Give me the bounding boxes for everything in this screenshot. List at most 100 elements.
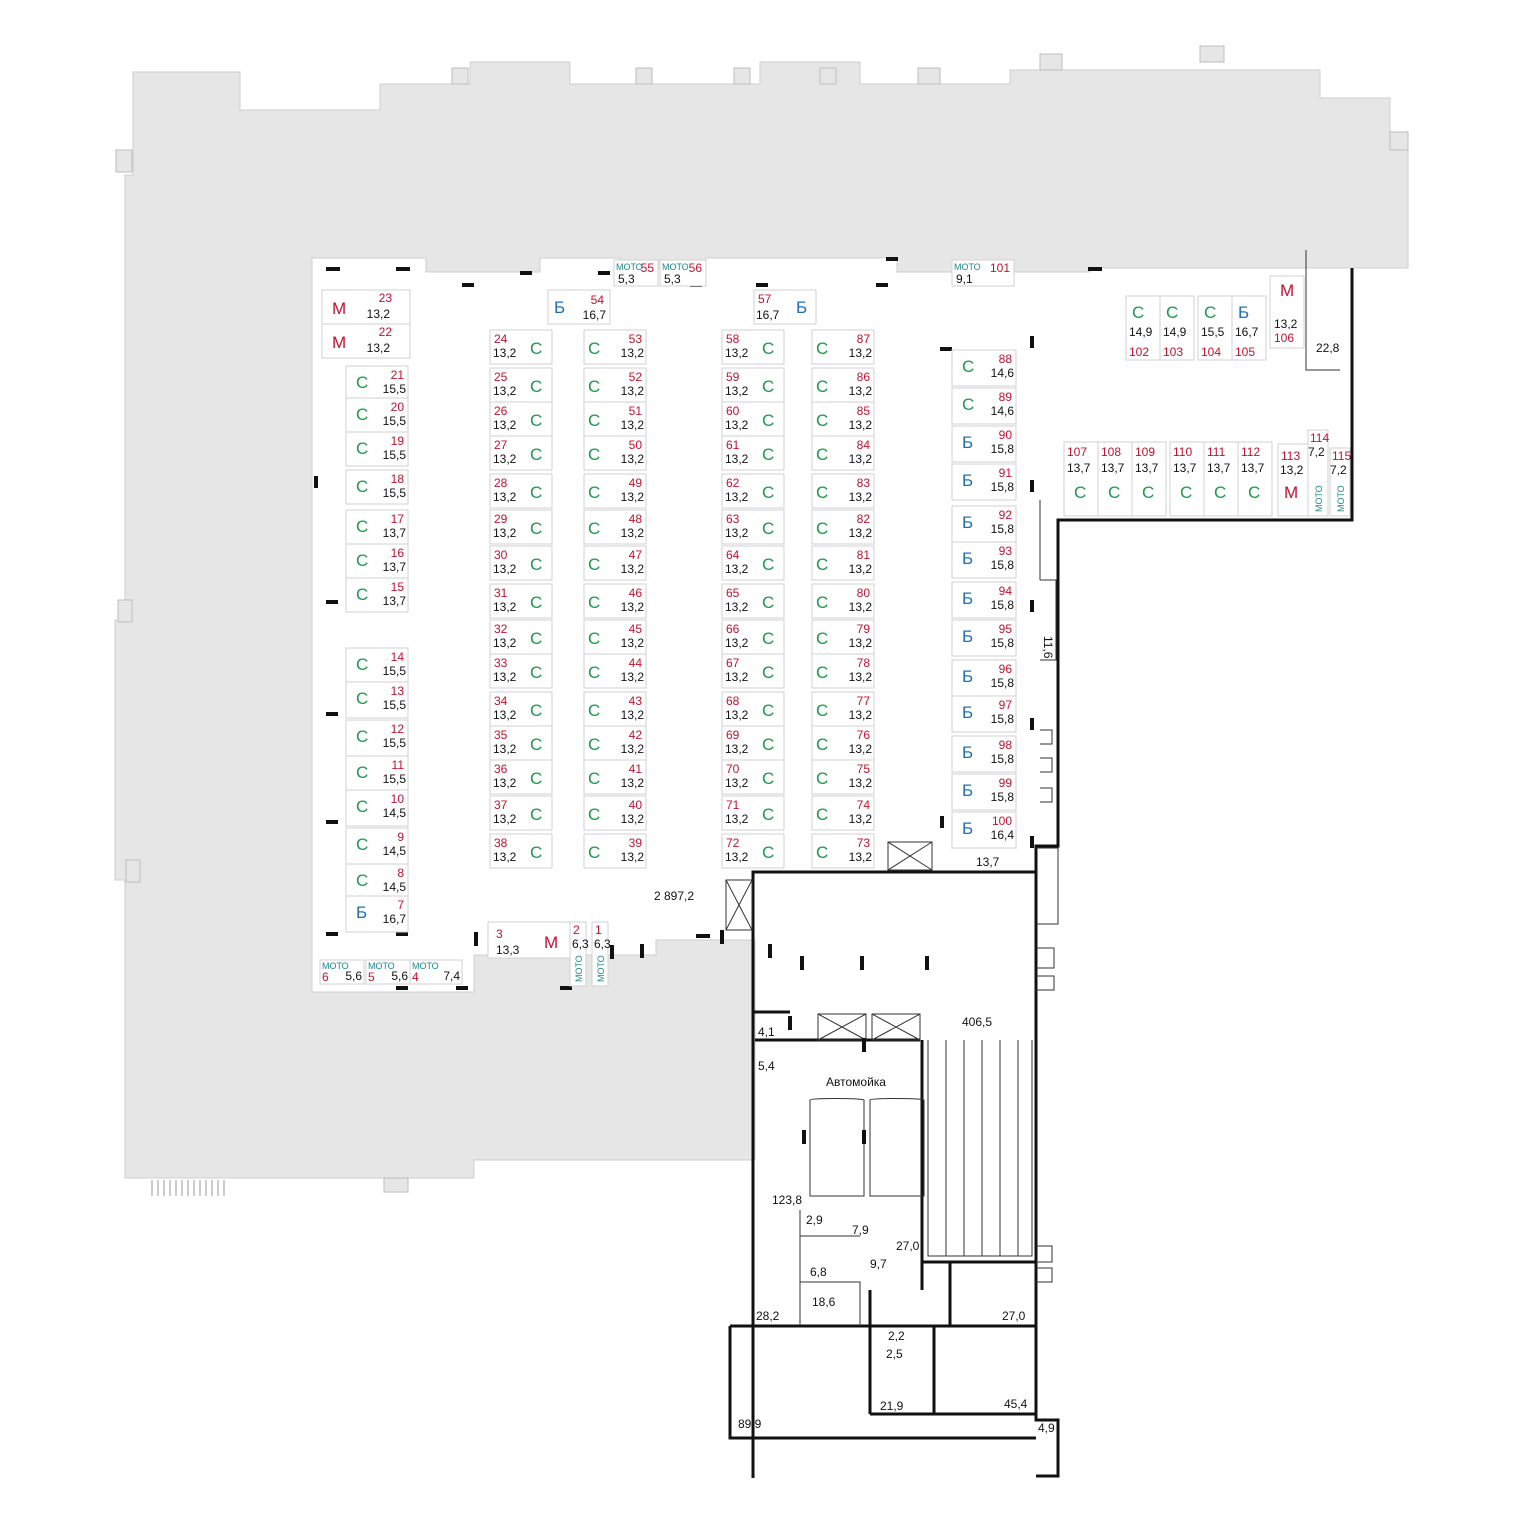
parking-space-7[interactable]: 716,7Б xyxy=(345,895,409,933)
parking-space-9[interactable]: 914,5С xyxy=(345,827,409,865)
parking-space-8[interactable]: 814,5С xyxy=(345,863,409,901)
